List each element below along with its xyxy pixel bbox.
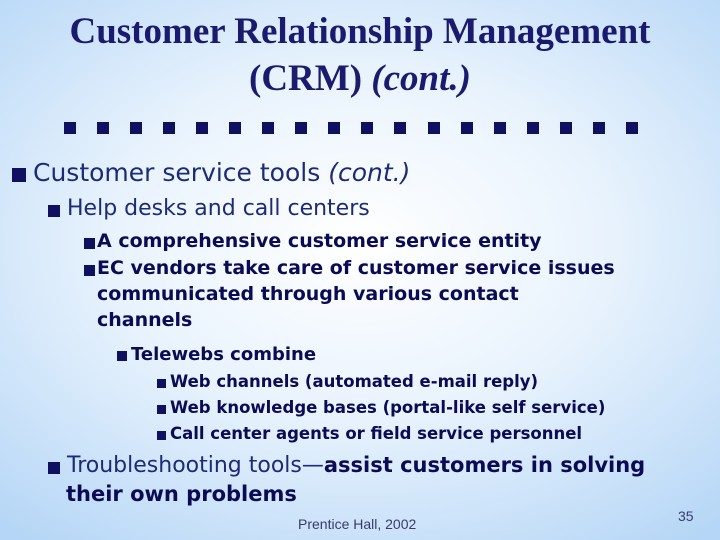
divider-square bbox=[295, 122, 308, 134]
divider-square bbox=[559, 122, 572, 134]
bullet-customer-service-tools: Customer service tools (cont.) bbox=[33, 158, 410, 187]
bullet-square-icon bbox=[48, 205, 60, 217]
footer-source: Prentice Hall, 2002 bbox=[298, 516, 417, 532]
page-number: 35 bbox=[678, 508, 694, 524]
decorative-square-row bbox=[64, 122, 638, 134]
title-line-1: Customer Relationship Management bbox=[69, 11, 651, 52]
divider-square bbox=[592, 122, 605, 134]
bullet-call-center-agents: Call center agents or field service pers… bbox=[170, 424, 583, 443]
divider-square bbox=[97, 122, 110, 134]
divider-square bbox=[394, 122, 407, 134]
bullet-ec-vendors-line-1: EC vendors take care of customer service… bbox=[97, 257, 615, 279]
title-cont: (cont.) bbox=[371, 58, 471, 99]
divider-square bbox=[625, 122, 638, 134]
troubleshooting-desc-1: assist customers in solving bbox=[323, 453, 646, 477]
bullet-comprehensive-entity: A comprehensive customer service entity bbox=[97, 230, 542, 252]
troubleshooting-label: Troubleshooting tools— bbox=[67, 453, 324, 478]
bullet-square-icon bbox=[84, 265, 95, 276]
bullet-help-desks: Help desks and call centers bbox=[67, 196, 370, 221]
bullet-web-knowledge-bases: Web knowledge bases (portal-like self se… bbox=[170, 398, 606, 417]
divider-square bbox=[262, 122, 275, 134]
bullet-square-icon bbox=[157, 431, 166, 440]
bullet-ec-vendors-line-3: channels bbox=[97, 309, 193, 331]
divider-square bbox=[130, 122, 143, 134]
divider-square bbox=[493, 122, 506, 134]
slide-title: Customer Relationship Management (CRM) (… bbox=[0, 8, 720, 102]
divider-square bbox=[328, 122, 341, 134]
title-crm: (CRM) bbox=[249, 58, 363, 99]
troubleshooting-desc-2: their own problems bbox=[66, 482, 297, 506]
divider-square bbox=[526, 122, 539, 134]
bullet-square-icon bbox=[84, 238, 95, 249]
bullet-text: Customer service tools bbox=[33, 158, 321, 187]
bullet-web-channels: Web channels (automated e-mail reply) bbox=[170, 372, 539, 391]
divider-square bbox=[229, 122, 242, 134]
bullet-troubleshooting-line-2: their own problems bbox=[66, 482, 297, 507]
bullet-square-icon bbox=[48, 462, 60, 474]
bullet-square-icon bbox=[12, 168, 26, 182]
divider-square bbox=[427, 122, 440, 134]
bullet-square-icon bbox=[157, 405, 166, 414]
divider-square bbox=[460, 122, 473, 134]
divider-square bbox=[163, 122, 176, 134]
divider-square bbox=[196, 122, 209, 134]
bullet-square-icon bbox=[117, 351, 127, 361]
divider-square bbox=[64, 122, 76, 134]
bullet-square-icon bbox=[157, 379, 166, 388]
divider-square bbox=[361, 122, 374, 134]
bullet-cont: (cont.) bbox=[328, 158, 411, 187]
bullet-telewebs: Telewebs combine bbox=[131, 344, 317, 365]
title-line-2: (CRM) (cont.) bbox=[0, 55, 720, 102]
bullet-troubleshooting-line-1: Troubleshooting tools—assist customers i… bbox=[67, 453, 645, 478]
bullet-ec-vendors-line-2: communicated through various contact bbox=[97, 283, 519, 305]
